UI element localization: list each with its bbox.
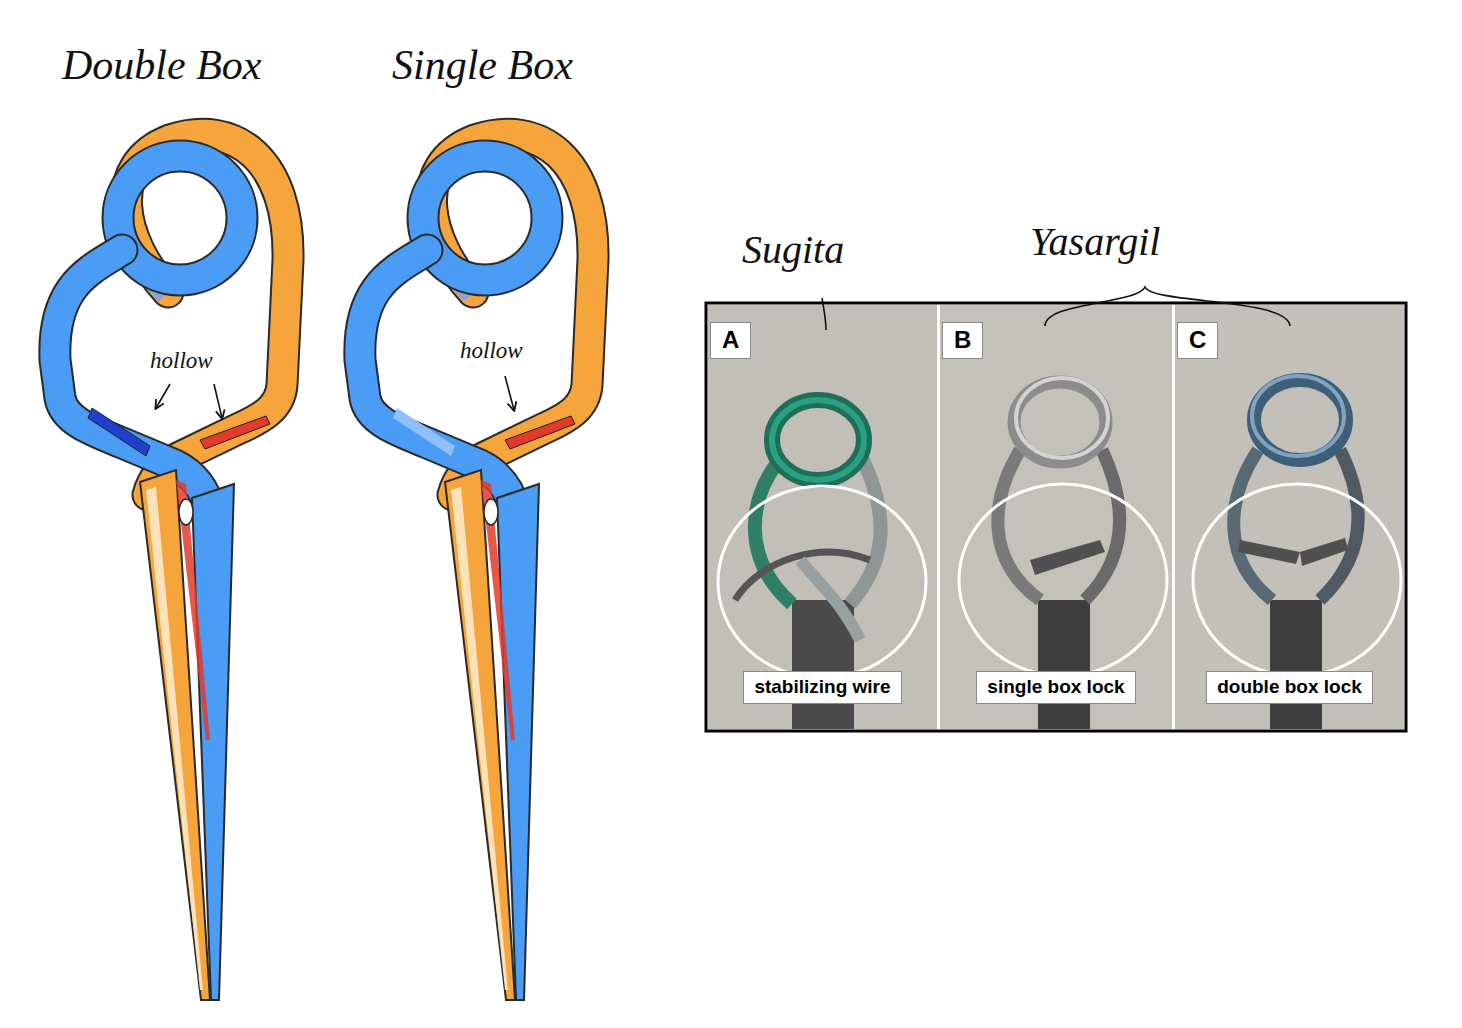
clip-arm (755, 462, 792, 604)
clip-shaft (1270, 600, 1322, 729)
hollow-region (481, 480, 515, 740)
blue-ring (118, 156, 242, 280)
panel-letter: A (710, 322, 751, 359)
panel-caption: single box lock (976, 671, 1135, 704)
clip-arm (1320, 450, 1358, 600)
panel-caption: double box lock (1206, 671, 1373, 704)
double-lock-clip-photo (1193, 376, 1401, 729)
clip-outline (360, 250, 515, 510)
single-lock-clip-photo (959, 378, 1167, 729)
hollow-region (176, 480, 210, 740)
ring-outline (118, 156, 242, 280)
blue-arm (360, 250, 515, 510)
clip-hole (179, 499, 193, 525)
clip-arm (800, 560, 860, 640)
blue-arm (55, 250, 210, 510)
photo-panel: Bsingle box lock (940, 305, 1172, 729)
ring-outline (423, 156, 547, 280)
hollow-region (505, 416, 575, 449)
clip-arm (998, 450, 1040, 600)
leader-arrow (214, 384, 222, 418)
orange-blade (140, 470, 210, 1000)
box-lock (1300, 538, 1348, 566)
clip-shaft (1038, 600, 1090, 729)
leader-line (822, 298, 826, 330)
hollow-region (88, 408, 150, 456)
box-lock (1238, 540, 1300, 564)
handwritten-label: Yasargil (1030, 218, 1160, 266)
handwritten-label: Single Box (392, 40, 573, 90)
blade-highlight (146, 487, 203, 990)
clip-arm (850, 458, 881, 604)
solid-region (393, 408, 455, 456)
photo-frame (706, 303, 1406, 731)
blade-highlight (451, 487, 508, 990)
hollow-region (200, 416, 270, 449)
panel-letter: B (942, 322, 983, 359)
clip-arm (1085, 450, 1120, 600)
handwritten-label: hollow (150, 347, 213, 375)
orange-blade (445, 470, 515, 1000)
panel-caption: stabilizing wire (743, 671, 901, 704)
photo-panel (708, 305, 937, 729)
clip-coil (1252, 376, 1344, 456)
bracket (1045, 287, 1290, 326)
clip-hole (484, 499, 498, 525)
photo-panel (940, 305, 1172, 729)
highlight-circle (1193, 484, 1401, 676)
leader-arrow (156, 384, 170, 408)
clip-coil (772, 400, 864, 480)
clip-outline (55, 250, 210, 510)
leader-arrow (505, 376, 514, 410)
highlight-circle (718, 486, 926, 678)
highlight-circle (959, 484, 1167, 676)
photo-panel: Cdouble box lock (1175, 305, 1404, 729)
clip-arm (1234, 450, 1272, 600)
single-box-clip (360, 134, 593, 1000)
blue-ring (423, 156, 547, 280)
double-box-clip (55, 134, 288, 1000)
handwritten-label: Sugita (742, 226, 844, 274)
panel-letter: C (1177, 322, 1218, 359)
clip-coil (772, 400, 864, 480)
sugita-clip-photo (718, 400, 926, 729)
handwritten-label: hollow (460, 337, 523, 365)
box-lock (1030, 540, 1105, 575)
handwritten-label: Double Box (62, 40, 261, 90)
photo-panel: Astabilizing wire (708, 305, 937, 729)
clip-coil (1016, 378, 1108, 458)
photo-panel (1175, 305, 1404, 729)
